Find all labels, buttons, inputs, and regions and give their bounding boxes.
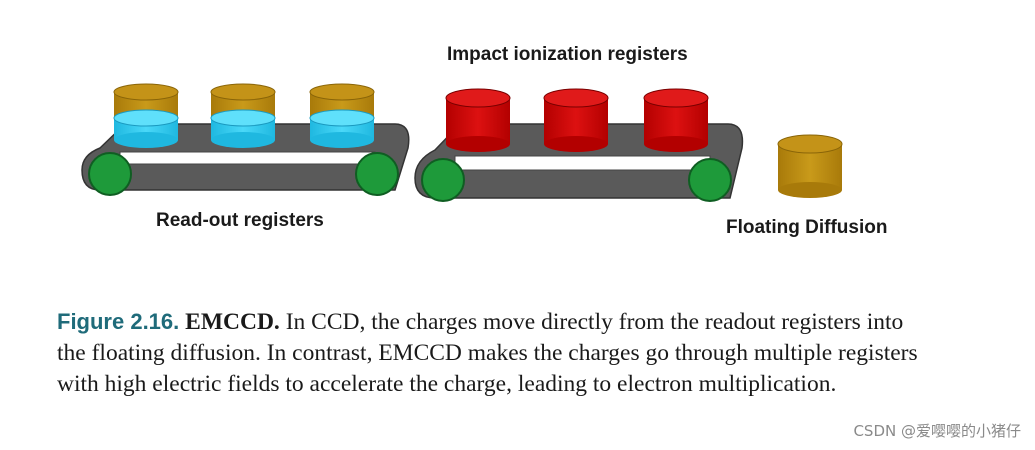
- readout-register: [210, 83, 276, 148]
- floating-diffusion-label: Floating Diffusion: [726, 217, 888, 238]
- impact-register: [543, 88, 609, 152]
- roller-left: [88, 152, 132, 196]
- watermark: CSDN @爱嘤嘤的小猪仔: [853, 422, 1021, 440]
- figure-number: Figure 2.16.: [57, 309, 180, 334]
- readout-registers: [113, 83, 375, 148]
- figure-title: EMCCD.: [185, 309, 280, 335]
- impact-register: [643, 88, 709, 152]
- figure-caption: Figure 2.16. EMCCD. In CCD, the charges …: [57, 306, 937, 400]
- impact-registers: [445, 88, 709, 152]
- readout-registers-label: Read-out registers: [156, 210, 324, 231]
- floating-diffusion: [777, 134, 843, 198]
- readout-register: [113, 83, 179, 148]
- caption-text: In CCD, the charges move directly from t…: [57, 309, 918, 397]
- readout-register: [309, 83, 375, 148]
- emccd-diagram: [81, 83, 843, 202]
- impact-registers-label: Impact ionization registers: [447, 44, 688, 65]
- roller-right: [355, 152, 399, 196]
- impact-register: [445, 88, 511, 152]
- roller-right: [688, 158, 732, 202]
- roller-left: [421, 158, 465, 202]
